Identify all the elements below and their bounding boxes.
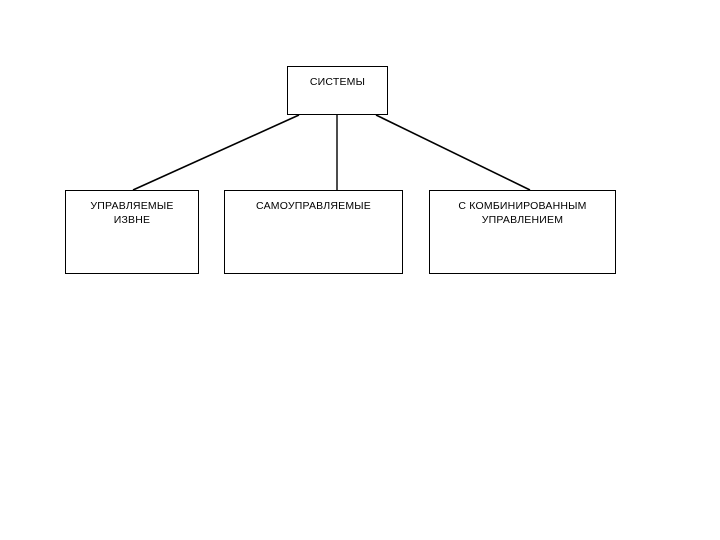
node-combined-control[interactable]: С КОМБИНИРОВАННЫМ УПРАВЛЕНИЕМ <box>429 190 616 274</box>
node-externally-controlled[interactable]: УПРАВЛЯЕМЫЕ ИЗВНЕ <box>65 190 199 274</box>
node-externally-controlled-label: УПРАВЛЯЕМЫЕ ИЗВНЕ <box>90 200 174 226</box>
node-root-label: СИСТЕМЫ <box>309 76 366 88</box>
node-root-systems[interactable]: СИСТЕМЫ <box>287 66 388 115</box>
node-combined-control-label: С КОМБИНИРОВАННЫМ УПРАВЛЕНИЕМ <box>458 200 587 226</box>
node-self-controlled[interactable]: САМОУПРАВЛЯЕМЫЕ <box>224 190 403 274</box>
connector-root-to-left <box>132 114 300 191</box>
node-self-controlled-label: САМОУПРАВЛЯЕМЫЕ <box>256 200 371 212</box>
connector-root-to-right <box>375 114 531 191</box>
